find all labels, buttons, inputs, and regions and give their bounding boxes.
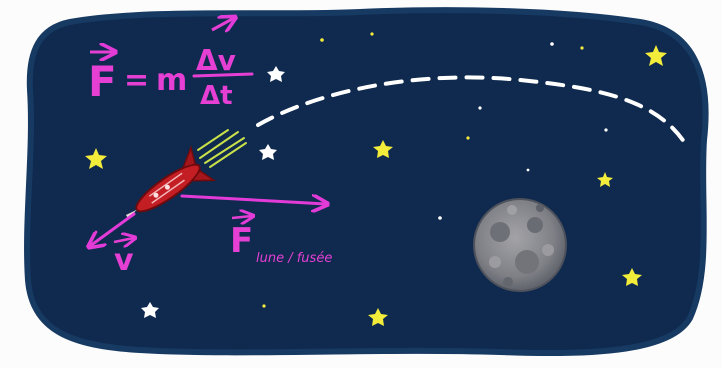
equation-force-symbol: F bbox=[88, 57, 117, 106]
moon-icon bbox=[474, 199, 566, 291]
velocity-label-symbol: v bbox=[114, 243, 134, 278]
force-label-subscript: lune / fusée bbox=[256, 251, 332, 266]
equation-mass: m bbox=[156, 63, 187, 98]
force-label-symbol: F bbox=[230, 221, 253, 261]
equation-equals: = bbox=[124, 63, 149, 98]
equation-delta-t: Δt bbox=[200, 81, 233, 111]
velocity-label: v bbox=[114, 238, 134, 278]
equation-delta-v: Δv bbox=[196, 44, 236, 77]
